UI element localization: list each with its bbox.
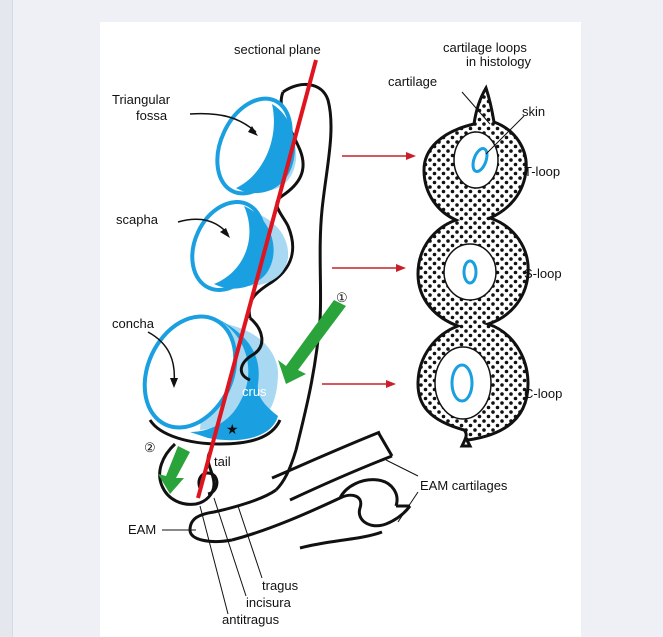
leader-incisura — [214, 498, 246, 596]
t-loop-skin — [454, 132, 498, 188]
label-scapha: scapha — [116, 212, 159, 227]
label-cartilage-loops-2: in histology — [466, 54, 532, 69]
leader-tragus — [238, 506, 262, 578]
label-t-loop: T-loop — [524, 164, 560, 179]
leader-antitragus — [200, 506, 228, 614]
label-antitragus: antitragus — [222, 612, 280, 627]
red-arrow-s — [332, 264, 406, 272]
label-tragus: tragus — [262, 578, 299, 593]
label-eam: EAM — [128, 522, 156, 537]
left-margin-strip — [0, 0, 13, 637]
label-fossa: fossa — [136, 108, 168, 123]
leader-eam-cart-1 — [386, 460, 418, 476]
red-arrow-c — [322, 380, 396, 388]
label-concha: concha — [112, 316, 155, 331]
ear-anatomy-diagram: sectional plane cartilage loops in histo… — [100, 22, 581, 637]
label-cartilage-loops-1: cartilage loops — [443, 40, 527, 55]
label-eam-cartilages: EAM cartilages — [420, 478, 508, 493]
label-s-loop: S-loop — [524, 266, 562, 281]
label-c-loop: C-loop — [524, 386, 562, 401]
marker-1: ① — [336, 290, 348, 305]
eam-cartilage-lower — [232, 495, 410, 548]
eam-canal-inner — [340, 480, 397, 506]
figure-panel: sectional plane cartilage loops in histo… — [100, 22, 581, 637]
label-tail: tail — [214, 454, 231, 469]
star-marker: ★ — [226, 421, 239, 437]
label-triangular: Triangular — [112, 92, 171, 107]
label-sectional-plane: sectional plane — [234, 42, 321, 57]
eam-cartilage-right — [378, 432, 410, 506]
label-skin: skin — [522, 104, 545, 119]
label-cartilage: cartilage — [388, 74, 437, 89]
marker-2: ② — [144, 440, 156, 455]
c-loop-skin — [435, 347, 491, 419]
label-crus: crus — [242, 384, 267, 399]
s-loop-skin — [444, 244, 496, 300]
red-arrow-t — [342, 152, 416, 160]
label-incisura: incisura — [246, 595, 292, 610]
